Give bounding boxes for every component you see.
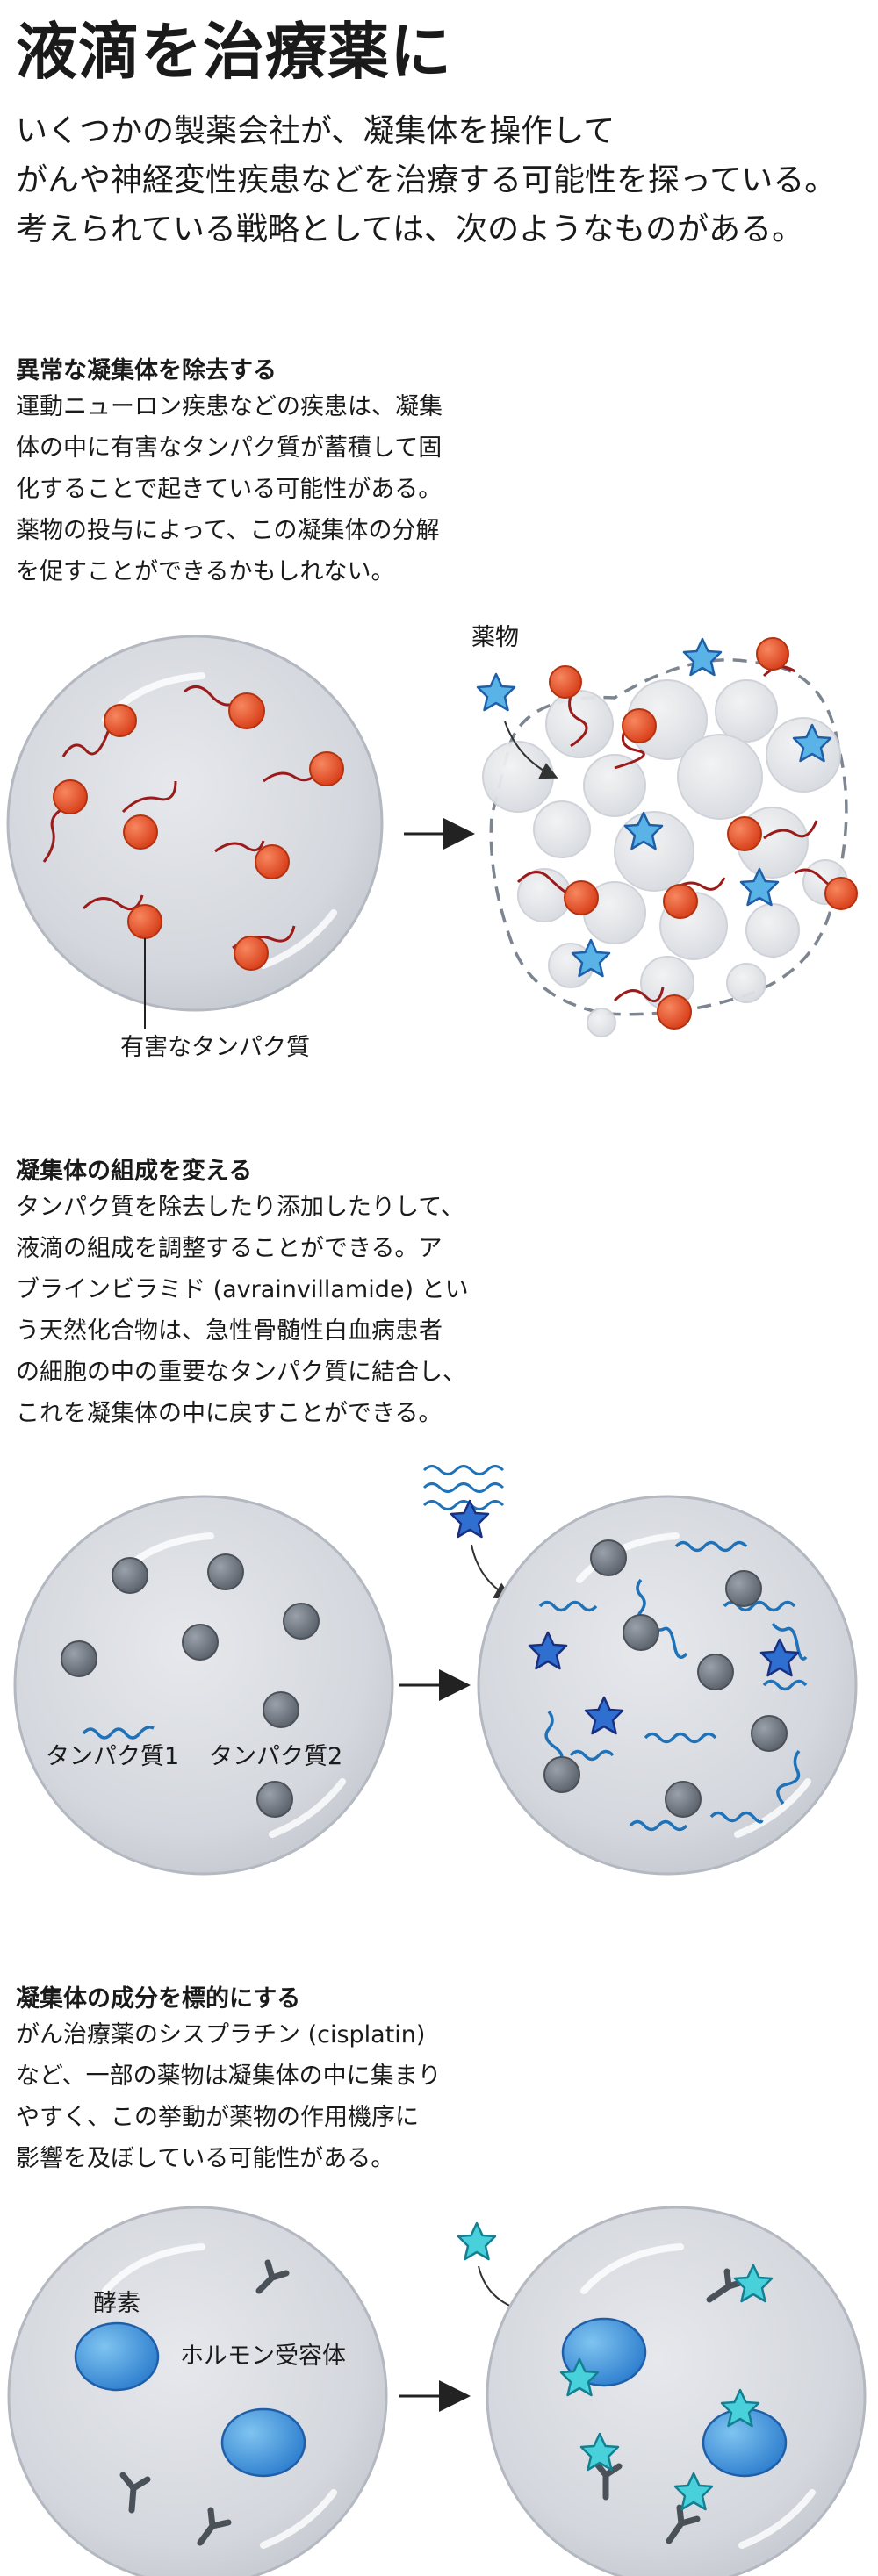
enzyme-icon <box>74 2321 160 2392</box>
section-1-line: 化することで起きている可能性がある。 <box>16 476 443 503</box>
receptor-icon <box>119 2259 290 2546</box>
diagram-change-composition: タンパク質1 タンパク質2 <box>13 1465 858 1876</box>
drug-star-icon <box>450 1499 490 1539</box>
section-2-title: 凝集体の組成を変える <box>16 1158 253 1185</box>
label-hormone-receptor: ホルモン受容体 <box>180 2343 346 2370</box>
section-2-line: これを凝集体の中に戻すことができる。 <box>16 1400 443 1427</box>
intro-line: いくつかの製薬会社が、凝集体を操作して <box>16 113 615 149</box>
dispersing-aggregate <box>476 637 858 1037</box>
droplet-with-bound-drug <box>486 2206 867 2576</box>
section-1-body: 運動ニューロン疾患などの疾患は、凝集 体の中に有害なタンパク質が蓄積して固 化す… <box>16 386 507 592</box>
section-3-line: 影響を及ぼしている可能性がある。 <box>16 2145 395 2172</box>
section-2-line: 液滴の組成を調整することができる。ア <box>16 1235 443 1262</box>
enzyme-icon <box>220 2407 306 2478</box>
section-1-title: 異常な凝集体を除去する <box>16 357 277 384</box>
harmful-protein-icon <box>549 637 858 1030</box>
droplet-with-enzyme-and-receptor: 酵素 ホルモン受容体 <box>7 2206 388 2576</box>
section-3-title: 凝集体の成分を標的にする <box>16 1985 301 2013</box>
label-protein-1: タンパク質1 <box>46 1743 179 1770</box>
section-3-line: がん治療薬のシスプラチン (cisplatin) <box>16 2021 426 2049</box>
intro-text: いくつかの製薬会社が、凝集体を操作して がんや神経変性疾患などを治療する可能性を… <box>16 107 867 255</box>
droplet-with-harmful-proteins <box>6 635 384 1029</box>
protein-1-icon <box>61 1553 320 1818</box>
section-2-line: う天然化合物は、急性骨髄性白血病患者 <box>16 1317 443 1345</box>
harmful-protein-icon <box>53 692 344 971</box>
label-enzyme: 酵素 <box>93 2290 140 2317</box>
section-3-line: など、一部の薬物は凝集体の中に集まり <box>16 2063 442 2090</box>
section-2-body: タンパク質を除去したり添加したりして、 液滴の組成を調整することができる。ア ブ… <box>16 1187 507 1434</box>
intro-line: がんや神経変性疾患などを治療する可能性を探っている。 <box>16 162 837 198</box>
section-2-line: タンパク質を除去したり添加したりして、 <box>16 1194 464 1221</box>
intro-line: 考えられている戦略としては、次のようなものがある。 <box>16 212 804 248</box>
avrainvillamide-drug <box>422 1465 513 1599</box>
section-1-line: 運動ニューロン疾患などの疾患は、凝集 <box>16 393 443 420</box>
droplet-after <box>477 1495 858 1876</box>
section-1-line: 薬物の投与によって、この凝集体の分解 <box>16 517 440 544</box>
section-1-line: 体の中に有害なタンパク質が蓄積して固 <box>16 434 443 462</box>
protein-1-icon <box>543 1539 788 1818</box>
page-title: 液滴を治療薬に <box>16 16 452 88</box>
label-protein-2: タンパク質2 <box>209 1743 342 1770</box>
section-1-line: を促すことができるかもしれない。 <box>16 558 395 585</box>
section-3-body: がん治療薬のシスプラチン (cisplatin) など、一部の薬物は凝集体の中に… <box>16 2014 507 2179</box>
label-harmful-protein: 有害なタンパク質 <box>120 1034 310 1061</box>
droplet-before: タンパク質1 タンパク質2 <box>13 1495 394 1876</box>
label-drug: 薬物 <box>471 624 519 651</box>
section-2-line: ブラインビラミド (avrainvillamide) とい <box>16 1276 469 1303</box>
section-3-line: やすく、この挙動が薬物の作用機序に <box>16 2104 419 2131</box>
diagram-target-components: 酵素 ホルモン受容体 <box>7 2206 867 2576</box>
diagram-remove-aggregates: 有害なタンパク質 <box>6 624 858 1061</box>
protein-2-icon <box>82 1726 155 1740</box>
section-2-line: の細胞の中の重要なタンパク質に結合し、 <box>16 1359 466 1386</box>
drug-star-icon <box>457 2221 497 2261</box>
